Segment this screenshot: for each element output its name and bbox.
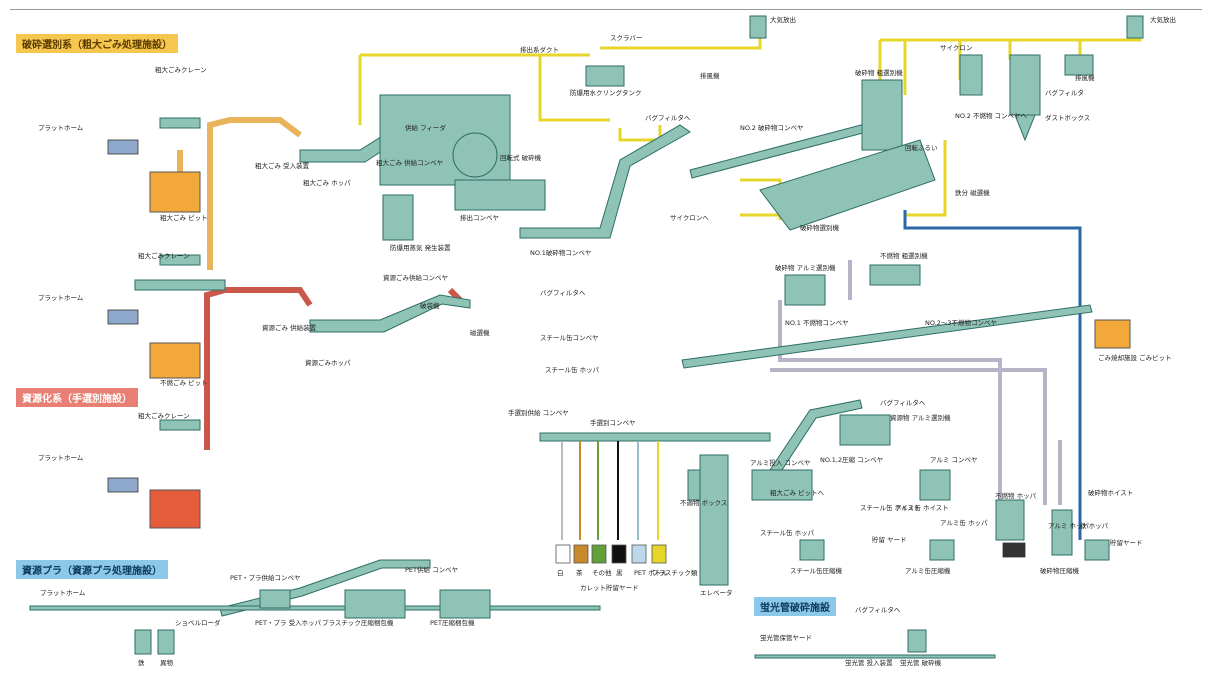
label-bag-breaker: 破袋機: [420, 301, 440, 310]
label-noncomb-hopper2: 不燃物 ホッパ: [995, 491, 1037, 500]
label-storage-yard: 貯留ヤード: [1110, 538, 1143, 547]
label-exhaust-fan: 排風機: [1075, 73, 1095, 82]
label-resource-conveyor: 資源ごみ供給コンベヤ: [383, 273, 448, 282]
label-fan: 排風機: [700, 71, 720, 80]
label-cyclone: サイクロン: [940, 44, 972, 52]
label-steel-press: スチール缶圧縮機: [790, 566, 843, 575]
label-platform: プラットホーム: [38, 294, 84, 302]
label-no1-crushed-conveyor: NO.1破砕物コンベヤ: [530, 248, 591, 257]
label-pet-conveyor: PET・プラ供給コンベヤ: [230, 573, 301, 582]
label-crushed-separator: 破砕物選別機: [800, 223, 840, 232]
drop-lines: [562, 441, 658, 540]
label-plastic-press: プラスチック圧縮梱包機: [322, 618, 394, 627]
label-feeder: 供給 フィーダ: [405, 123, 446, 132]
label-drum-screen: 回転ふるい: [905, 144, 938, 152]
label-bulky-conveyor: 粗大ごみ 供給コンベヤ: [376, 158, 443, 167]
label-bag-filter-to: バグフィルタへ: [540, 288, 586, 297]
pits: [150, 172, 1130, 528]
label-bag-filter: バグフィルタ: [1045, 88, 1084, 97]
label-aluminum-conv2: アルミ コンベヤ: [930, 456, 978, 464]
label-iron: 鉄: [138, 658, 145, 667]
label-foreign: 異物: [160, 658, 174, 667]
label-glass-brown: 茶: [576, 568, 583, 577]
label-plastic: プラスチック類: [652, 568, 698, 577]
label-bulky-crane: 粗大ごみクレーン: [138, 251, 190, 260]
label-glass-other: その他: [592, 568, 612, 577]
label-atmosphere: 大気放出: [1150, 15, 1176, 24]
label-aluminum-hopper: アルミ缶 ホッパ: [940, 518, 988, 527]
label-aluminum-hoist: アルミ缶 ホイスト: [895, 503, 949, 512]
label-pet-compress-conveyor: PET供給 コンベヤ: [405, 565, 458, 574]
label-platform: プラットホーム: [40, 589, 86, 597]
label-duct: 排出系ダクト: [520, 45, 559, 54]
label-noncomb-pit: 不燃ごみ ピット: [160, 378, 208, 387]
label-no2-noncomb-conveyor: NO.2 不燃物 コンベヤへ: [955, 111, 1028, 120]
glass-bins: [556, 545, 666, 563]
label-steel-can-conveyor: スチール缶コンベヤ: [540, 333, 599, 342]
label-pet-hopper: PET・プラ 受入ホッパ: [255, 618, 322, 627]
label-hand-sort-conveyor: 手選別コンベヤ: [590, 418, 636, 427]
label-steel-can-hopper: スチール缶 ホッパ: [545, 365, 600, 374]
label-fire-water-tank: 防爆用水クリングタンク: [570, 88, 642, 97]
label-fluorescent-yard: 蛍光管保管ヤード: [760, 633, 812, 642]
label-cullet-yard: カレット貯留ヤード: [580, 583, 639, 592]
label-discharge-conveyor: 排出コンベヤ: [460, 213, 499, 222]
label-bulky-crane: 粗大ごみクレーン: [155, 65, 207, 74]
label-incineration-pit: ごみ焼却施設 ごみピット: [1098, 353, 1172, 362]
label-no12-press-conveyor: NO.1,2圧縮 コンベヤ: [820, 455, 883, 464]
label-dust-box: ダストボックス: [1045, 113, 1090, 122]
label-fluorescent-crusher: 蛍光管 破砕機: [900, 658, 942, 667]
label-press-storage: 貯留 ヤード: [872, 535, 907, 544]
label-cyclone-to: サイクロンへ: [670, 214, 709, 222]
label-bulky-hopper: 粗大ごみ ホッパ: [303, 178, 351, 187]
label-rotary-crusher: 回転式 破砕機: [500, 153, 542, 162]
label-no2-3-noncomb-conveyor: NO.2～3不燃物コンベヤ: [925, 318, 997, 327]
label-bag-filter-to: バグフィルタへ: [645, 113, 691, 122]
label-steel-can-hopper: スチール缶 ホッパ: [760, 528, 815, 537]
label-atmosphere: 大気放出: [770, 15, 796, 24]
label-bulky-receiving: 粗大ごみ 受入装置: [255, 161, 310, 170]
label-crushed-press: 破砕物圧縮機: [1040, 566, 1080, 575]
label-bulky-pit: 粗大ごみ ピット: [160, 213, 208, 222]
label-fluorescent-receiver: 蛍光管 投入装置: [845, 658, 893, 667]
label-glass-black: 黒: [616, 569, 623, 577]
label-shovel-loader: ショベルローダ: [175, 618, 221, 627]
label-pet-press: PET圧縮梱包機: [430, 618, 475, 627]
label-elevator: エレベータ: [700, 588, 733, 597]
label-platform: プラットホーム: [38, 124, 84, 132]
label-platform: プラットホーム: [38, 454, 84, 462]
label-magnetic: 鉄分 磁選機: [955, 188, 990, 197]
label-hand-sort-feed: 手選別供給 コンベヤ: [508, 408, 569, 417]
label-glass-white: 白: [557, 568, 564, 577]
label-crushed-hoist: 破砕物ホイスト: [1088, 488, 1133, 497]
label-magnet: 磁選機: [470, 328, 490, 337]
label-noncomb-sorter: 不燃物 粗選別機: [880, 251, 928, 260]
label-no1-noncomb-conveyor: NO.1 不燃物コンベヤ: [785, 318, 848, 327]
label-aluminum-hopper2: アルミ ホッパ: [1048, 522, 1090, 530]
label-scrubber: スクラバー: [610, 34, 642, 42]
label-resource-receiving: 資源ごみ 供給装置: [262, 323, 317, 332]
truck-icons: [108, 140, 1025, 557]
label-bulky-crane: 粗大ごみクレーン: [138, 411, 190, 420]
label-resource-hopper: 資源ごみホッパ: [305, 358, 351, 367]
label-aluminum-sorter: 破砕物 アルミ選別機: [775, 263, 836, 272]
label-defective-box: 不適物 ボックス: [680, 498, 727, 507]
label-fire-suppression: 防爆用蒸気 発生装置: [390, 243, 451, 252]
label-bag-filter-to2: バグフィルタへ: [855, 605, 901, 614]
label-no2-crushed-conveyor: NO.2 破砕物コンベヤ: [740, 123, 803, 132]
label-crushed-sorter: 破砕物 粗選別機: [855, 68, 903, 77]
label-bag-filter-to: バグフィルタへ: [880, 398, 926, 407]
label-aluminum-feed: アルミ投入 コンベヤ: [750, 458, 811, 467]
label-aluminum-press: アルミ缶圧縮機: [905, 566, 951, 575]
label-bulky-to-pit: 粗大ごみ ピットへ: [770, 488, 825, 497]
label-resource-aluminum: 資源物 アルミ選別機: [890, 413, 951, 422]
